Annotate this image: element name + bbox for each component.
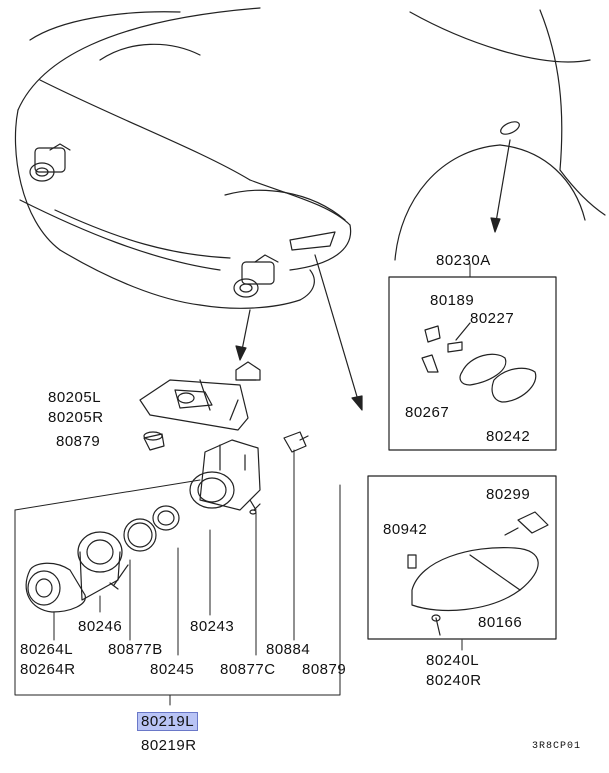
- part-label-80166[interactable]: 80166: [478, 614, 523, 631]
- part-label-80240R[interactable]: 80240R: [426, 672, 482, 689]
- fender-outline: [394, 9, 606, 261]
- part-label-80877C[interactable]: 80877C: [220, 661, 276, 678]
- part-label-80942[interactable]: 80942: [383, 521, 428, 538]
- fog-lamp-unit: [189, 439, 261, 511]
- diagram-code: 3R8CP01: [532, 741, 582, 752]
- part-label-80242[interactable]: 80242: [486, 428, 531, 445]
- part-label-80884[interactable]: 80884: [266, 641, 311, 658]
- part-label-80219L-highlighted[interactable]: 80219L: [137, 712, 199, 731]
- bulb-socket: [283, 431, 309, 453]
- side-marker-box-2: [367, 475, 557, 640]
- part-label-80205R[interactable]: 80205R: [48, 409, 104, 426]
- part-label-80219R[interactable]: 80219R: [141, 737, 197, 754]
- exploded-components: [25, 503, 261, 613]
- part-label-80877B[interactable]: 80877B: [108, 641, 163, 658]
- part-label-80267[interactable]: 80267: [405, 404, 450, 421]
- part-label-80299[interactable]: 80299: [486, 486, 531, 503]
- arrows: [235, 139, 511, 411]
- part-label-80879-nut[interactable]: 80879: [56, 433, 101, 450]
- part-label-80264L[interactable]: 80264L: [20, 641, 74, 658]
- nut: [143, 431, 165, 451]
- part-label-80246[interactable]: 80246: [78, 618, 123, 635]
- part-label-80227[interactable]: 80227: [470, 310, 515, 327]
- part-label-80245[interactable]: 80245: [150, 661, 195, 678]
- part-label-80240L[interactable]: 80240L: [426, 652, 480, 669]
- side-marker-box: [388, 276, 557, 451]
- part-label-80264R[interactable]: 80264R: [20, 661, 76, 678]
- part-label-80230A[interactable]: 80230A: [436, 252, 491, 269]
- part-label-80189[interactable]: 80189: [430, 292, 475, 309]
- part-label-80243[interactable]: 80243: [190, 618, 235, 635]
- part-label-80879-screw[interactable]: 80879: [302, 661, 347, 678]
- bracket-assembly: [139, 361, 261, 431]
- fog-lamp-on-car-left: [29, 143, 71, 182]
- leader-lines: [14, 263, 471, 706]
- part-label-80205L[interactable]: 80205L: [48, 389, 102, 406]
- car-body-outline: [14, 7, 352, 309]
- fog-lamp-on-car-right: [233, 254, 279, 298]
